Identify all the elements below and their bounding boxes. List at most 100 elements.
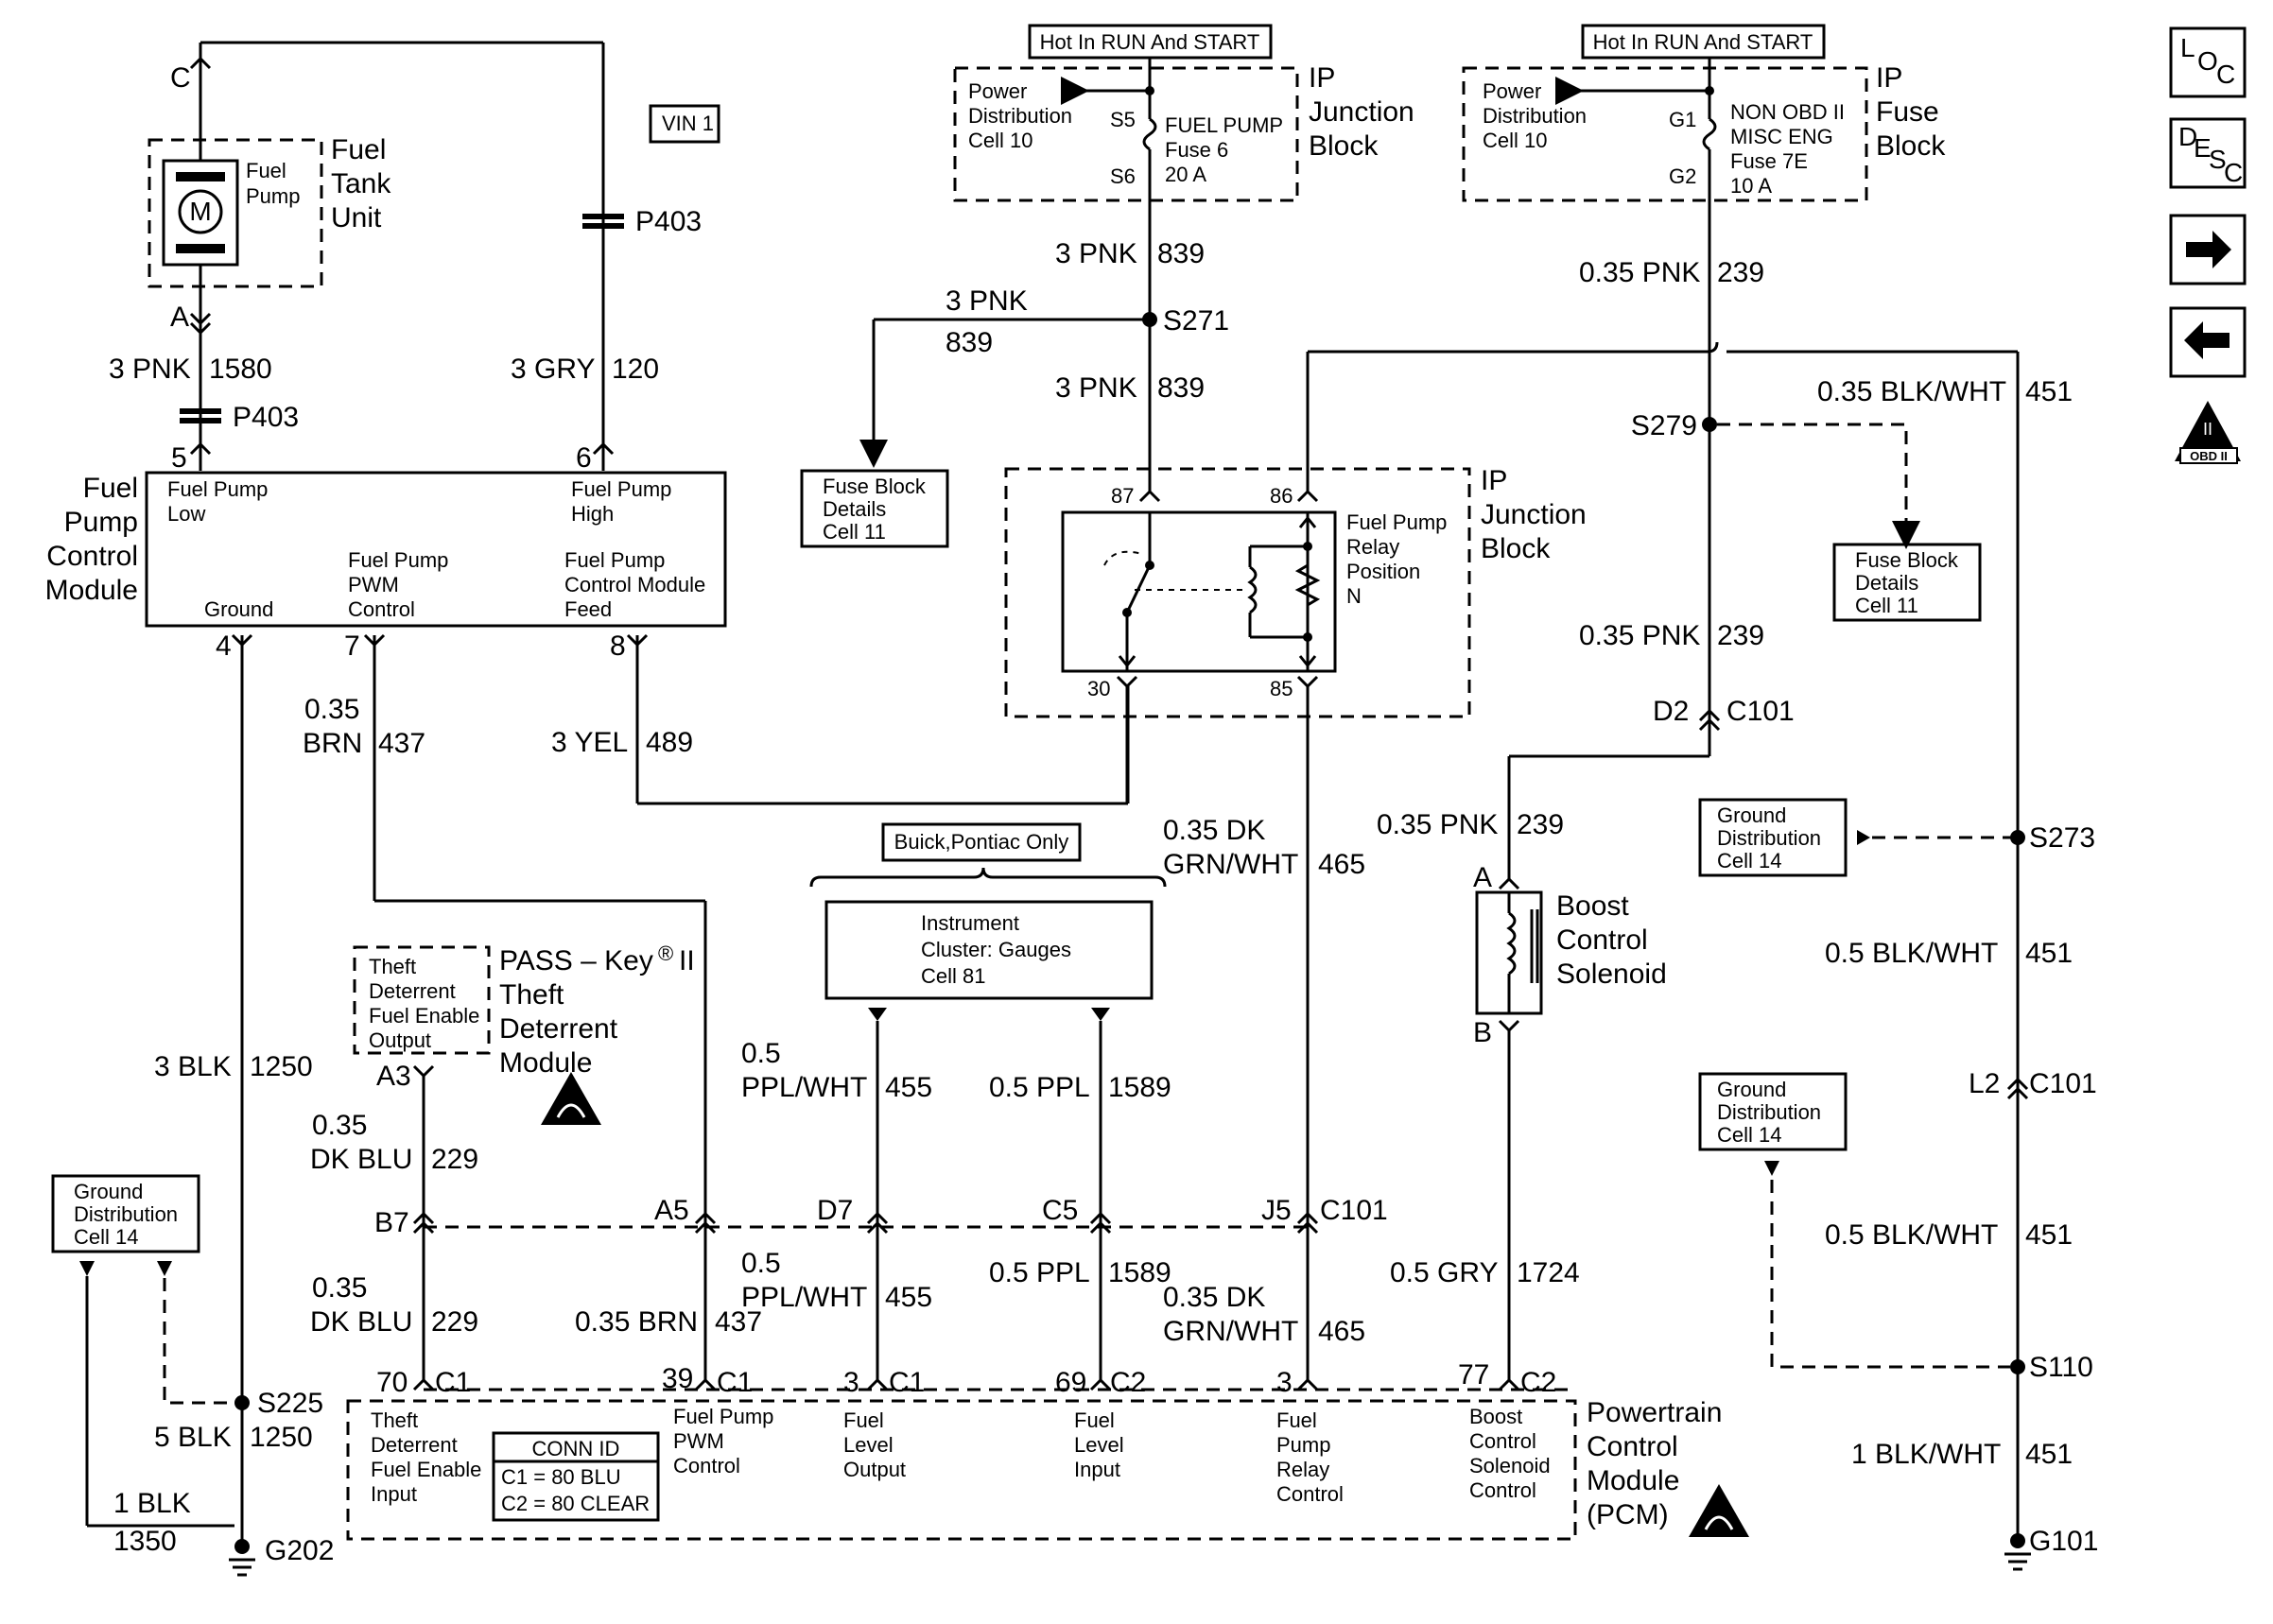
pcm-relay-1: Fuel — [1276, 1408, 1317, 1432]
c101-label-c: C101 — [1320, 1195, 1388, 1226]
s279-splice — [1702, 417, 1717, 432]
wire-437-b: 437 — [715, 1306, 762, 1338]
hot-in-run-start-1: Hot In RUN And START — [1028, 24, 1273, 60]
g2-label: G2 — [1669, 164, 1696, 188]
gd2-1: Ground — [1717, 803, 1786, 827]
pk-title-2: Theft — [499, 979, 564, 1011]
ic-3: Cell 81 — [921, 964, 985, 988]
fuse-block-details-2[interactable]: Fuse Block Details Cell 11 — [1832, 543, 1982, 622]
connector-a-label: A — [170, 302, 189, 333]
pcm-fi-3: Input — [1074, 1458, 1120, 1481]
wire-05-a: 0.5 — [741, 1038, 781, 1069]
fuse-block-details-1[interactable]: Fuse Block Details Cell 11 — [800, 469, 949, 548]
fbd2-1: Fuse Block — [1855, 548, 1959, 572]
loc-button[interactable]: L O C — [2169, 26, 2247, 98]
wire-035-dkblu-b-2: DK BLU — [310, 1306, 412, 1338]
ground-distribution-3[interactable]: Ground Distribution Cell 14 — [1698, 1072, 1848, 1151]
ground-distribution-2[interactable]: Ground Distribution Cell 14 — [1698, 798, 1848, 877]
fuel-tank-title-2: Tank — [331, 168, 391, 199]
fpcm-feed-3: Feed — [564, 597, 612, 621]
wire-3pnk-label: 3 PNK — [109, 354, 191, 385]
fuse-pump-1: FUEL PUMP — [1165, 113, 1283, 137]
fbd2-3: Cell 11 — [1855, 594, 1918, 617]
wire-035-a: 0.35 — [304, 694, 359, 725]
pcm-theft-2: Deterrent — [371, 1433, 458, 1457]
fuse-pump-2: Fuse 6 — [1165, 138, 1228, 162]
desc-d: D — [2178, 122, 2197, 151]
arrow-right-icon[interactable] — [2169, 214, 2247, 285]
s6-label: S6 — [1110, 164, 1136, 188]
desc-e: E — [2194, 133, 2212, 163]
pcm-conn-c2-b: C2 — [1520, 1367, 1556, 1398]
ip-junction-1: IP — [1309, 62, 1335, 94]
fuel-pump-label-1: Fuel — [246, 159, 286, 182]
wire-035-pnk-c: 0.35 PNK — [1377, 809, 1498, 840]
wire-035-pnk-b: 0.35 PNK — [1579, 620, 1700, 651]
ip-junction2-3: Block — [1481, 533, 1551, 564]
pcm-pwm-1: Fuel Pump — [673, 1405, 773, 1428]
gd1-1: Ground — [74, 1180, 143, 1203]
fpcm-feed-2: Control Module — [564, 573, 705, 596]
wire-229-b: 229 — [431, 1306, 478, 1338]
pcm-conn-c1-c: C1 — [889, 1367, 925, 1398]
obd-ii-icon[interactable]: II OBD II — [2175, 401, 2241, 464]
wire-05-blkwht-a: 0.5 BLK/WHT — [1825, 938, 1998, 969]
relay-pin-30: 30 — [1087, 677, 1110, 700]
conn-id-title: CONN ID — [532, 1437, 620, 1460]
pin-6-label: 6 — [576, 442, 592, 474]
pcm-title-2: Control — [1587, 1431, 1678, 1462]
pcm-fo-3: Output — [843, 1458, 906, 1481]
wire-1589-b: 1589 — [1108, 1257, 1171, 1288]
pdc1-3: Cell 10 — [968, 129, 1032, 152]
pcm-conn-c1-b: C1 — [717, 1367, 753, 1398]
pcm-boost-3: Solenoid — [1469, 1454, 1551, 1477]
pdc2-3: Cell 10 — [1483, 129, 1547, 152]
pcm-pwm-2: PWM — [673, 1429, 724, 1453]
pass-key-output-box — [353, 945, 491, 1055]
pk-title-ii: II — [679, 945, 695, 976]
pdc1-1: Power — [968, 79, 1027, 103]
ip-junction-3: Block — [1309, 130, 1379, 162]
ic-1: Instrument — [921, 911, 1019, 935]
arrow-left-icon[interactable] — [2169, 306, 2247, 378]
hot-label-2: Hot In RUN And START — [1593, 30, 1813, 54]
ground-distribution-1[interactable]: Ground Distribution Cell 14 — [51, 1174, 200, 1253]
wire-035-blkwht: 0.35 BLK/WHT — [1817, 376, 2006, 407]
wire-465-b: 465 — [1318, 1316, 1365, 1347]
fuel-pump-relay — [1061, 490, 1337, 673]
b7-label: B7 — [374, 1207, 409, 1238]
wire-451-c: 451 — [2025, 1219, 2073, 1251]
wire-035-dk-a: 0.35 DK — [1163, 815, 1265, 846]
wire-035-dkblu-a-2: DK BLU — [310, 1144, 412, 1175]
buick-pontiac-text: Buick,Pontiac Only — [894, 830, 1069, 854]
fpcm-pwm-3: Control — [348, 597, 415, 621]
pcm-title-3: Module — [1587, 1465, 1679, 1496]
wire-035-dkblu-a-1: 0.35 — [312, 1110, 367, 1141]
desc-button[interactable]: D E S C — [2169, 117, 2247, 189]
s279-label: S279 — [1631, 410, 1697, 441]
s225-splice — [234, 1395, 250, 1410]
relay-desc-1: Fuel Pump — [1346, 510, 1447, 534]
wire-pplwht-a: PPL/WHT — [741, 1072, 867, 1103]
wire-3gry-label: 3 GRY — [511, 354, 596, 385]
pk-2: Deterrent — [369, 979, 456, 1003]
c5-label: C5 — [1042, 1195, 1078, 1226]
pk-3: Fuel Enable — [369, 1004, 479, 1028]
boost-a-label: A — [1473, 862, 1492, 893]
conn-id-c2: C2 = 80 CLEAR — [501, 1492, 650, 1515]
fbd1-3: Cell 11 — [823, 520, 886, 544]
relay-pin-85: 85 — [1270, 677, 1293, 700]
fuse-misc-1: NON OBD II — [1730, 100, 1845, 124]
fpcm-ground: Ground — [204, 597, 273, 621]
wire-120-label: 120 — [612, 354, 659, 385]
j5-label: J5 — [1261, 1195, 1292, 1226]
boost-control-solenoid — [1475, 876, 1543, 1033]
wire-pplwht-b: PPL/WHT — [741, 1282, 867, 1313]
fuel-tank-title-1: Fuel — [331, 134, 386, 165]
relay-desc-4: N — [1346, 584, 1362, 608]
s110-label: S110 — [2029, 1352, 2093, 1383]
p403-bottom-connector: P403 — [180, 402, 299, 433]
g1-label: G1 — [1669, 108, 1696, 131]
s225-label: S225 — [257, 1388, 323, 1419]
fpcm-title-3: Control — [46, 541, 138, 572]
